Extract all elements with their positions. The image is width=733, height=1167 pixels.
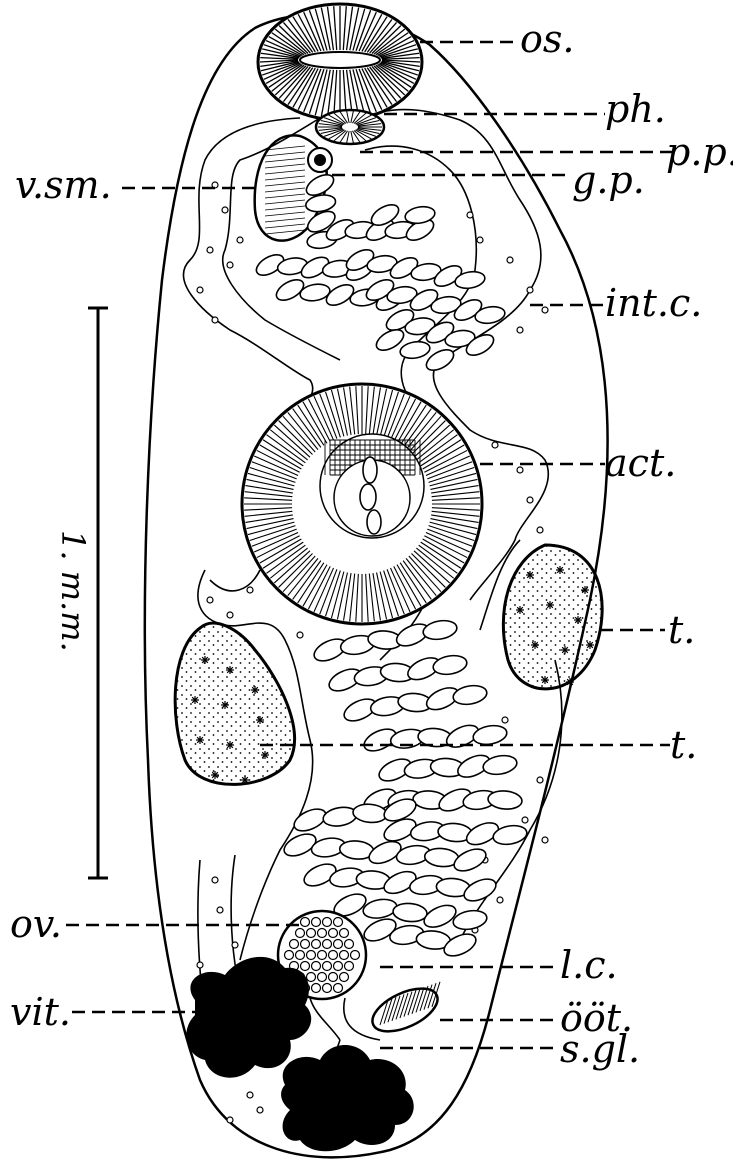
label-ov: ov. bbox=[10, 902, 62, 946]
testis-right bbox=[503, 545, 602, 689]
label-pp: p.p. bbox=[666, 130, 733, 174]
scale-bar-label: 1. m.m. bbox=[54, 530, 92, 652]
scale-bar: 1. m.m. bbox=[54, 308, 108, 878]
label-lc: l.c. bbox=[560, 943, 618, 987]
label-testis-1: t. bbox=[668, 608, 695, 652]
label-vit: vit. bbox=[10, 990, 71, 1034]
label-gp: g.p. bbox=[572, 158, 645, 202]
ootype bbox=[366, 980, 444, 1040]
pharynx bbox=[316, 110, 384, 144]
label-ph: ph. bbox=[605, 87, 666, 131]
testis-left bbox=[175, 623, 294, 784]
label-act: act. bbox=[605, 441, 676, 485]
uterus-eggs-lower bbox=[281, 618, 529, 960]
label-intc: int.c. bbox=[605, 281, 702, 325]
label-testis-2: t. bbox=[670, 723, 697, 767]
label-vsm: v.sm. bbox=[15, 163, 112, 207]
vitellaria bbox=[186, 957, 413, 1151]
label-os: os. bbox=[520, 17, 574, 61]
label-sgl: s.gl. bbox=[560, 1027, 640, 1071]
oral-sucker bbox=[258, 4, 422, 120]
acetabulum bbox=[242, 384, 482, 624]
